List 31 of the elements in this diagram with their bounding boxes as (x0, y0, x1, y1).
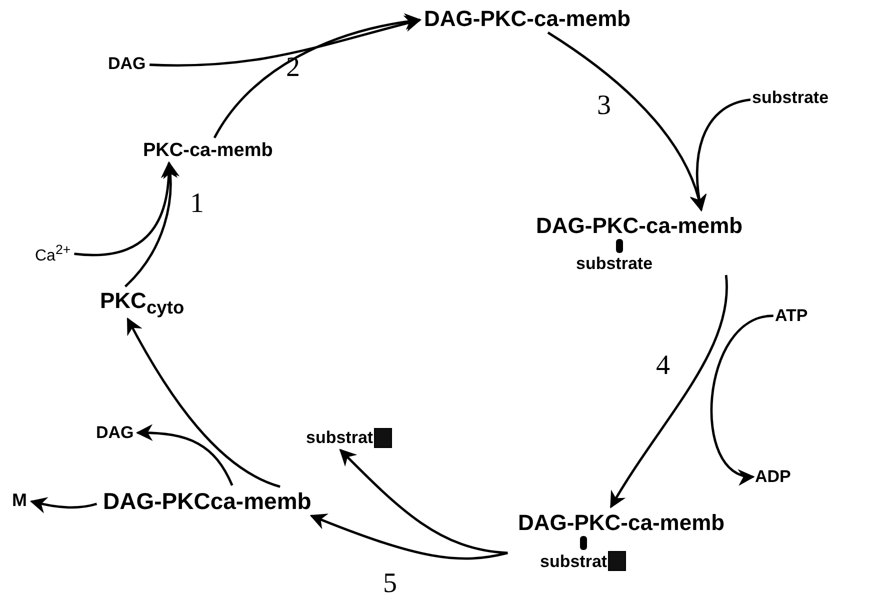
arrow (610, 275, 728, 508)
species-label: PKC$_{cyto}$ (100, 288, 184, 318)
arrow (690, 98, 751, 212)
species-label: M (12, 490, 27, 511)
species-label: PKC-ca-memb (143, 140, 273, 162)
arrow (213, 14, 422, 138)
species-label: substrate (752, 88, 829, 108)
arrow (150, 16, 422, 67)
species-label: substrat (306, 428, 374, 448)
step-number: 1 (190, 188, 204, 220)
arrow (74, 161, 177, 256)
step-number: 3 (597, 90, 611, 122)
species-label: substrate (576, 254, 653, 274)
species-label: substrat (540, 552, 608, 572)
species-label: DAG-PKCca-memb (103, 488, 312, 514)
species-label: Ca$^{2+}$ (35, 242, 71, 266)
arrow (310, 514, 508, 560)
species-label: DAG-PKC-ca-memb (518, 510, 725, 536)
arrow (30, 496, 98, 514)
step-number: 4 (656, 350, 670, 382)
arrow (547, 32, 706, 212)
species-label: DAG-PKC-ca-memb (424, 6, 631, 32)
step-number: 5 (383, 568, 397, 600)
species-label: DAG (96, 423, 134, 443)
species-label: ATP (775, 306, 808, 326)
arrow (339, 448, 508, 554)
species-label: DAG-PKC-ca-memb (536, 213, 743, 238)
species-label: DAG (108, 54, 146, 74)
arrow (126, 317, 280, 488)
arrow (124, 161, 180, 288)
arrow (136, 424, 234, 486)
